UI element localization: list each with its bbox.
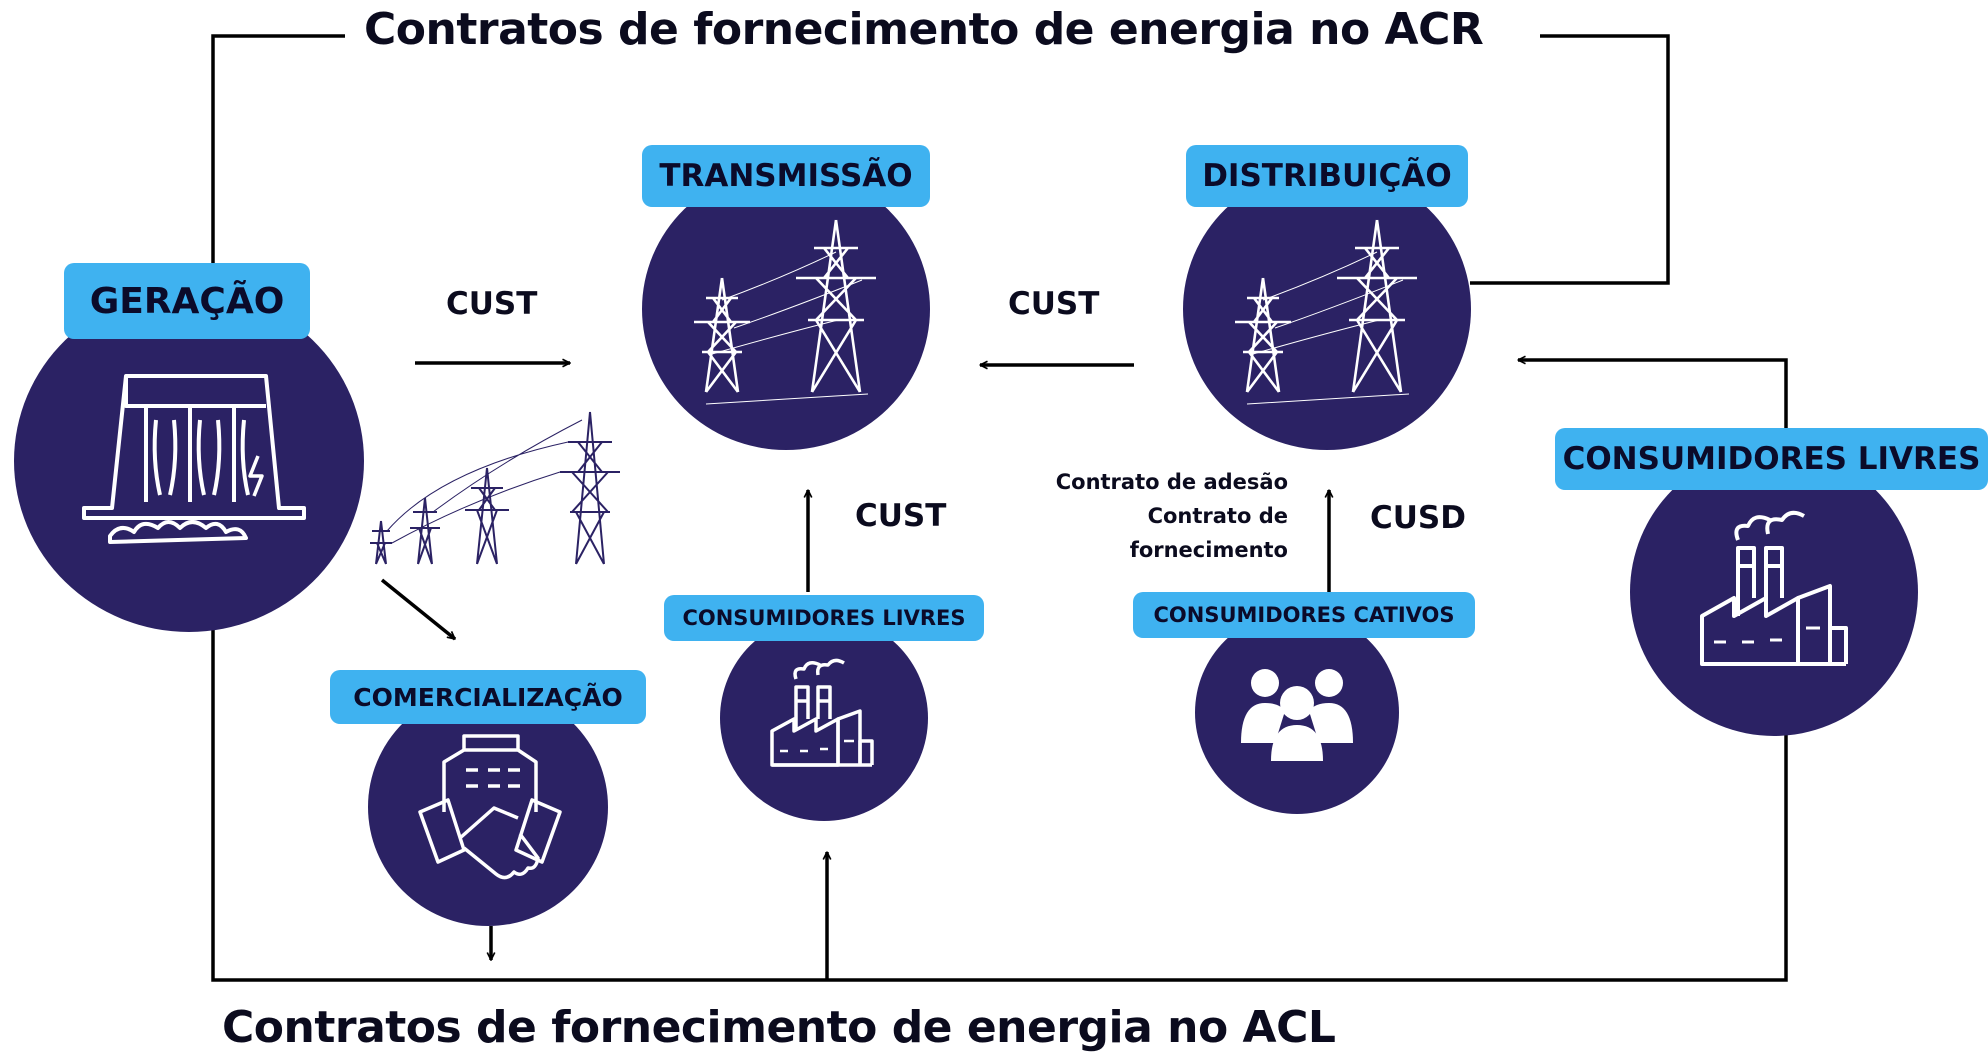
distribuicao-label: DISTRIBUIÇÃO <box>1202 158 1452 194</box>
livres-to-distribuicao-line <box>1518 360 1788 432</box>
cust-geracao-label: CUST <box>446 286 538 322</box>
transmission-tower-icon <box>694 219 876 405</box>
hydro-dam-icon <box>82 374 306 544</box>
acl-frame <box>211 630 1788 982</box>
acl-title: Contratos de fornecimento de energia no … <box>222 1002 1336 1053</box>
building-handshake-icon <box>418 734 562 880</box>
transmission-tower-icon <box>1235 219 1417 405</box>
consumidores-livres-mid-label: CONSUMIDORES LIVRES <box>682 606 966 630</box>
contract-note-line1: Contrato de adesão <box>1055 470 1288 494</box>
cust-distribuicao-label: CUST <box>1008 286 1100 322</box>
geracao-label: GERAÇÃO <box>89 280 285 322</box>
distribuicao-pill: DISTRIBUIÇÃO <box>1186 145 1468 207</box>
consumidores-cativos-pill: CONSUMIDORES CATIVOS <box>1133 592 1475 638</box>
factory-icon <box>1700 510 1848 666</box>
comercializacao-circle <box>368 688 608 926</box>
contract-note: Contrato de adesão Contrato de fornecime… <box>1010 465 1288 567</box>
cust-livres-label: CUST <box>855 498 947 534</box>
cusd-label: CUSD <box>1370 500 1466 536</box>
consumidores-livres-mid-circle <box>720 615 928 821</box>
contract-note-line2: Contrato de <box>1147 504 1288 528</box>
consumidores-cativos-label: CONSUMIDORES CATIVOS <box>1153 603 1455 627</box>
transmission-towers-icon <box>370 411 620 565</box>
contract-note-line3: fornecimento <box>1129 538 1288 562</box>
transmissao-pill: TRANSMISSÃO <box>642 145 930 207</box>
consumidores-livres-right-circle <box>1630 448 1918 736</box>
distribuicao-circle <box>1183 168 1471 450</box>
geracao-pill: GERAÇÃO <box>64 263 310 339</box>
consumidores-cativos-circle <box>1195 611 1399 814</box>
transmissao-circle <box>642 168 930 450</box>
acr-frame-left <box>211 34 345 265</box>
acr-frame-right <box>1470 34 1670 285</box>
people-group-icon <box>1241 669 1353 761</box>
geracao-circle <box>14 290 364 632</box>
comercializacao-label: COMERCIALIZAÇÃO <box>353 682 623 712</box>
consumidores-livres-right-pill: CONSUMIDORES LIVRES <box>1555 428 1988 490</box>
consumidores-livres-mid-pill: CONSUMIDORES LIVRES <box>664 595 984 641</box>
consumidores-livres-right-label: CONSUMIDORES LIVRES <box>1562 441 1981 477</box>
comercializacao-pill: COMERCIALIZAÇÃO <box>330 670 646 724</box>
acr-title: Contratos de fornecimento de energia no … <box>364 4 1484 55</box>
transmissao-label: TRANSMISSÃO <box>659 158 913 194</box>
geracao-to-comercializacao-arrow <box>380 578 455 641</box>
factory-icon <box>770 658 874 767</box>
